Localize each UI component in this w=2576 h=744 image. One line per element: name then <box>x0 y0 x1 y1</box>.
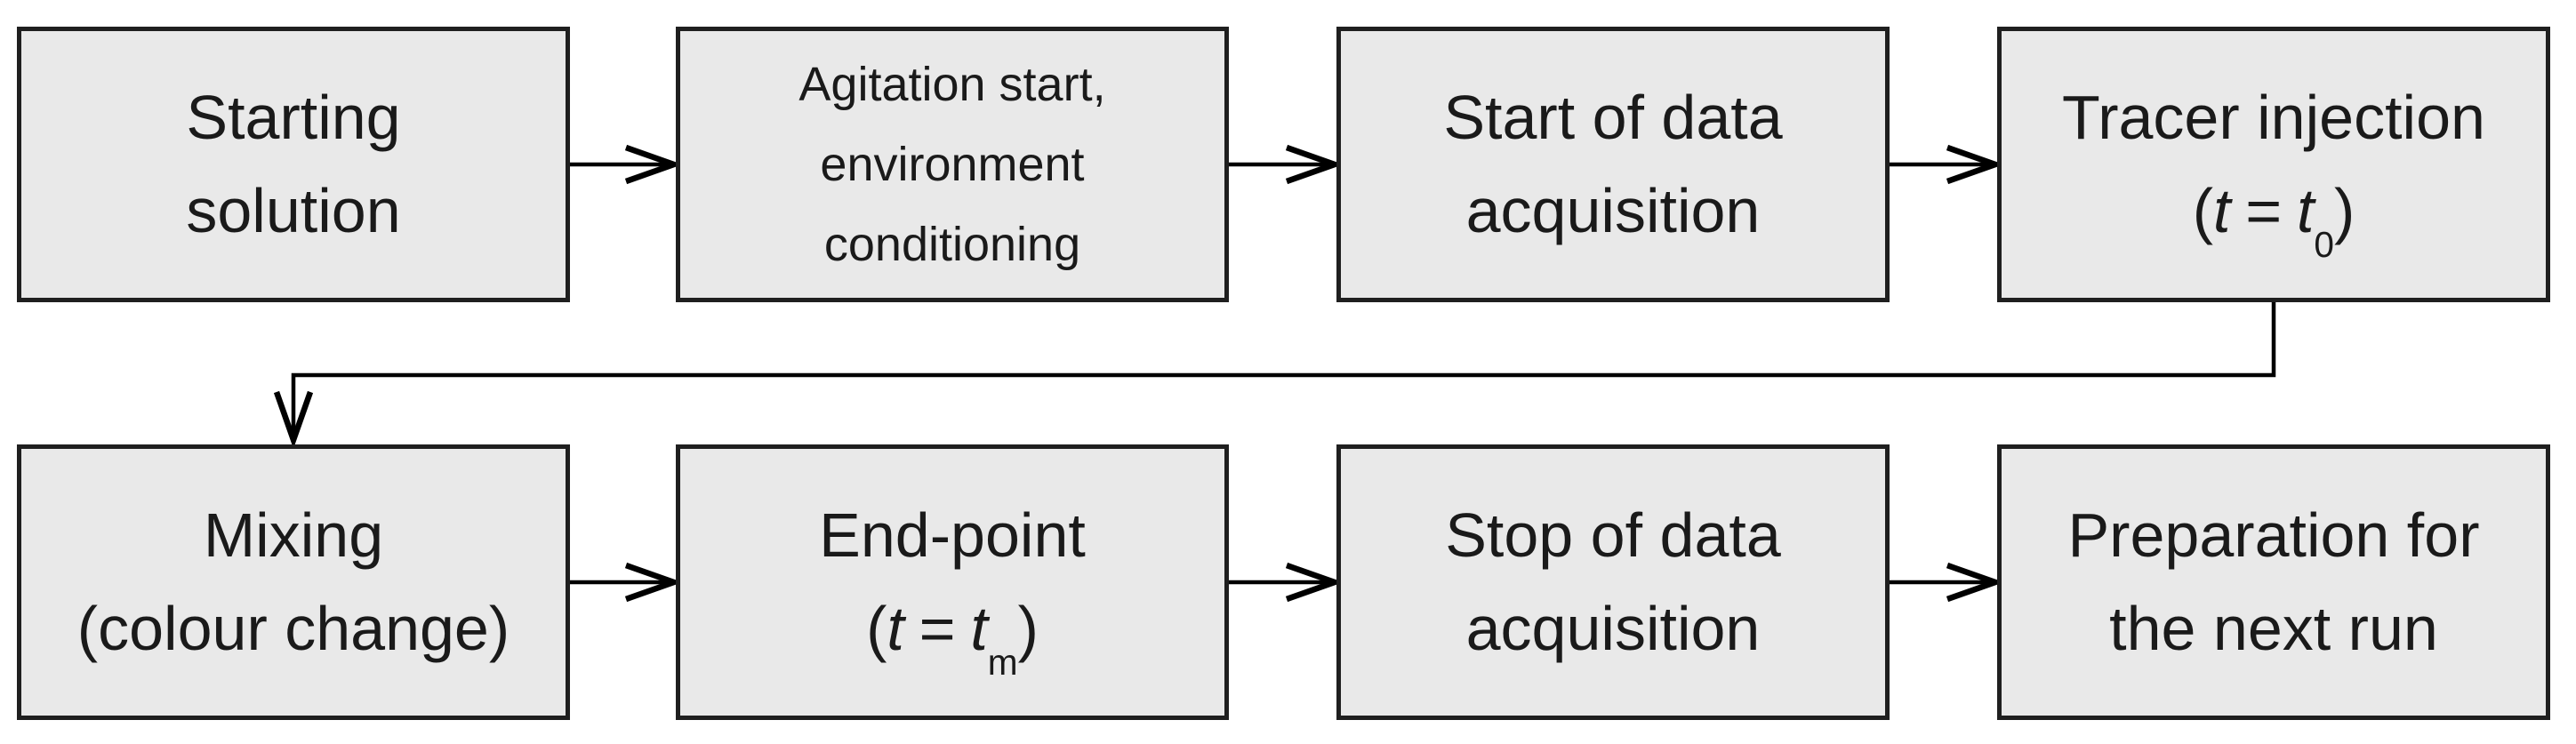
formula-equals: = <box>2245 176 2283 245</box>
arrow-stop-acquisition-to-preparation <box>1890 562 2004 603</box>
flow-box-preparation-for-next-run: Preparation for the next run <box>1997 444 2550 720</box>
box-label-line: Preparation for <box>2067 500 2480 570</box>
formula-equals: = <box>919 594 956 663</box>
formula-subscript: 0 <box>2314 223 2334 265</box>
flow-box-stop-of-data-acquisition: Stop of data acquisition <box>1336 444 1890 720</box>
flow-box-agitation-start-environment-conditioning: Agitation start, environment conditionin… <box>676 27 1229 302</box>
box-label-line: Agitation start, <box>798 58 1106 111</box>
box-label-line: End-point <box>819 500 1086 570</box>
box-label-line: Tracer injection <box>2062 83 2485 152</box>
box-label-line: (colour change) <box>76 594 510 663</box>
box-label-line: the next run <box>2109 594 2438 663</box>
box-label-line: acquisition <box>1465 594 1761 663</box>
formula-open-paren: ( <box>2192 176 2214 245</box>
formula-variable-t: t <box>887 594 904 663</box>
box-label-line: Start of data <box>1443 83 1783 152</box>
flow-box-tracer-injection: Tracer injection (t=t0) <box>1997 27 2550 302</box>
box-label-formula: (t=t0) <box>2192 164 2355 262</box>
flow-box-start-of-data-acquisition: Start of data acquisition <box>1336 27 1890 302</box>
box-label-line: acquisition <box>1465 176 1761 245</box>
arrow-endpoint-to-stop-acquisition <box>1229 562 1344 603</box>
formula-variable-t: t <box>2213 176 2231 245</box>
flow-box-end-point: End-point (t=tm) <box>676 444 1229 720</box>
arrow-agitation-to-start-acquisition <box>1229 144 1344 185</box>
arrow-starting-to-agitation <box>570 144 683 185</box>
formula-subscript: m <box>987 641 1018 683</box>
box-label-line: Mixing <box>203 500 384 570</box>
box-label-line: Starting <box>186 83 401 152</box>
formula-close-paren: ) <box>2333 176 2355 245</box>
formula-open-paren: ( <box>866 594 887 663</box>
formula-variable-t: t <box>2296 176 2315 245</box>
arrow-mixing-to-endpoint <box>570 562 683 603</box>
box-label-line: solution <box>186 176 401 245</box>
flow-box-mixing-colour-change: Mixing (colour change) <box>17 444 570 720</box>
arrow-start-acquisition-to-tracer <box>1890 144 2004 185</box>
formula-close-paren: ) <box>1017 594 1039 663</box>
box-label-formula: (t=tm) <box>866 582 1039 680</box>
formula-variable-t: t <box>970 594 988 663</box>
box-label-line: environment <box>820 138 1085 191</box>
box-label-line: conditioning <box>823 218 1081 271</box>
connector-elbow-tracer-to-mixing <box>273 302 2276 449</box>
box-label-line: Stop of data <box>1445 500 1781 570</box>
flow-box-starting-solution: Starting solution <box>17 27 570 302</box>
